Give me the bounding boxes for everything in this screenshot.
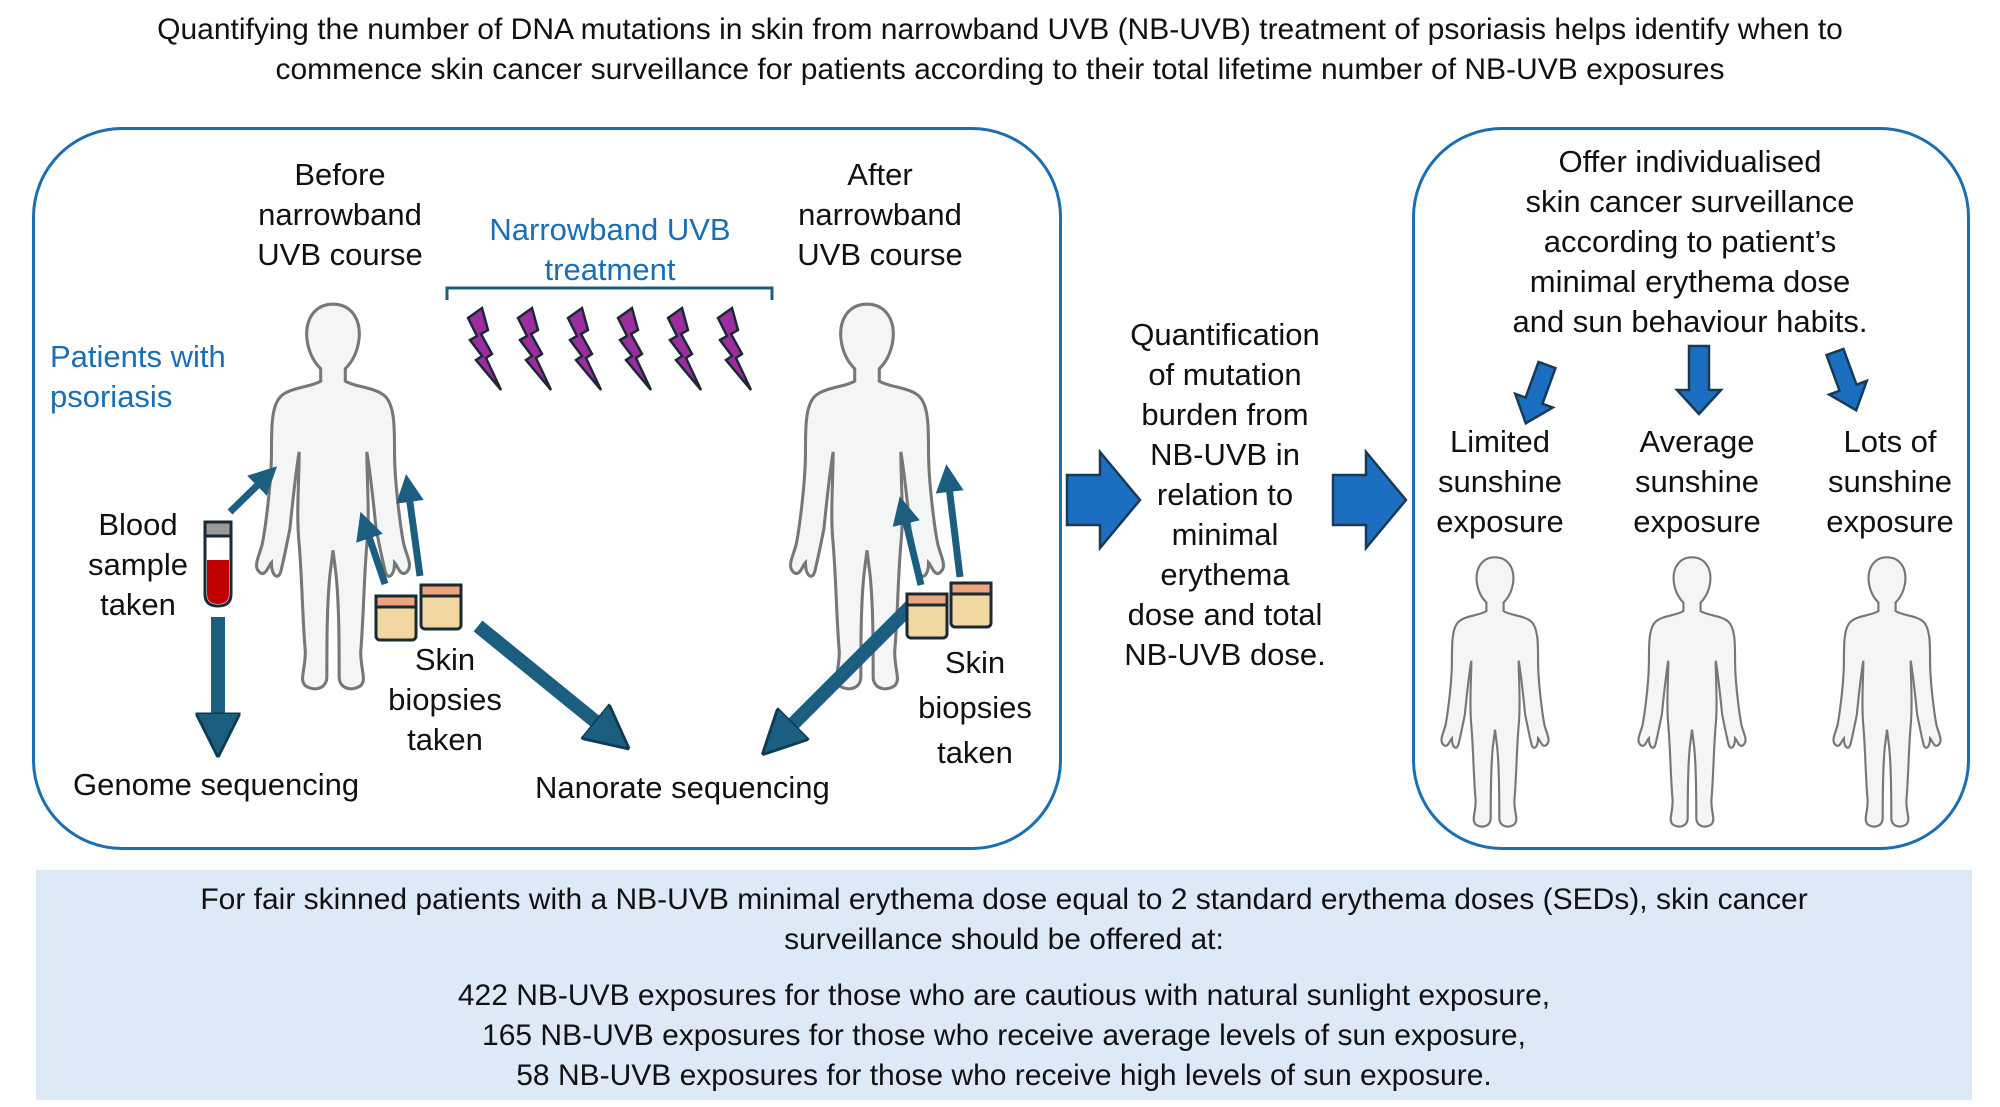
quantification-line: minimal [1171, 517, 1279, 552]
quantification-line: of mutation [1148, 357, 1302, 392]
group-label-line: exposure [1826, 504, 1954, 539]
before-label-line: narrowband [258, 197, 422, 232]
skin-label-line: taken [937, 735, 1013, 770]
after-label-line: UVB course [797, 237, 963, 272]
skin-label-line: biopsies [388, 682, 502, 717]
average-exposure-figure [1637, 556, 1747, 828]
after-course-label: After narrowband UVB course [760, 155, 1000, 275]
down-arrow-lots-icon [1824, 347, 1869, 413]
biopsy-to-arm-arrow [396, 474, 424, 577]
skin-label-line: taken [407, 722, 483, 757]
limited-exposure-figure [1440, 556, 1550, 828]
flow-arrow-1-icon [1065, 448, 1142, 552]
treatment-label-line: treatment [544, 252, 676, 287]
treatment-label: Narrowband UVB treatment [460, 210, 760, 290]
down-arrow-limited-icon [1513, 360, 1558, 426]
group-lots-label: Lots of sunshine exposure [1810, 422, 1970, 542]
group-label-line: exposure [1436, 504, 1564, 539]
surveillance-intro-line: Offer individualised [1558, 144, 1822, 179]
quantification-line: NB-UVB dose. [1124, 637, 1326, 672]
treatment-bracket [445, 286, 774, 300]
surveillance-intro: Offer individualised skin cancer surveil… [1440, 142, 1940, 342]
quantification-step-text: Quantification of mutation burden from N… [1100, 315, 1350, 675]
summary-intro-line: For fair skinned patients with a NB-UVB … [200, 883, 1808, 916]
skin-biopsies-after-label: Skin biopsies taken [905, 640, 1045, 775]
headline-line-2: commence skin cancer surveillance for pa… [275, 53, 1725, 86]
uv-bolts [466, 305, 753, 391]
uv-bolt-icon [616, 305, 653, 391]
blood-label-line: sample [88, 547, 188, 582]
surveillance-intro-line: and sun behaviour habits. [1512, 304, 1868, 339]
uv-bolt-icon [516, 305, 553, 391]
uv-bolt-icon [666, 305, 703, 391]
group-label-line: sunshine [1827, 464, 1953, 499]
biopsy-to-thigh-arrow [356, 511, 389, 586]
group-limited-label: Limited sunshine exposure [1420, 422, 1580, 542]
before-label-line: Before [294, 157, 386, 192]
headline-line-1: Quantifying the number of DNA mutations … [157, 13, 1843, 46]
blood-label-line: taken [100, 587, 176, 622]
biopsy-jars-after-icon [905, 581, 993, 640]
patients-label: Patients with psoriasis [50, 337, 270, 417]
uv-bolt-icon [716, 305, 753, 391]
quantification-line: NB-UVB in [1150, 437, 1300, 472]
down-arrow-average-icon [1674, 344, 1724, 416]
biopsy-to-nanorate-arrow-left [473, 620, 612, 735]
uv-bolt-icon [566, 305, 603, 391]
summary-intro: For fair skinned patients with a NB-UVB … [36, 880, 1972, 960]
blood-tube-icon [203, 520, 233, 608]
flow-arrow-2-icon [1331, 448, 1408, 552]
lots-exposure-figure [1832, 556, 1942, 828]
surveillance-intro-line: skin cancer surveillance [1525, 184, 1855, 219]
quantification-line: relation to [1156, 477, 1294, 512]
summary-items: 422 NB-UVB exposures for those who are c… [36, 976, 1972, 1096]
after-label-line: After [847, 157, 913, 192]
quantification-line: dose and total [1127, 597, 1323, 632]
genome-sequencing-label: Genome sequencing [73, 767, 360, 802]
after-biopsy-to-thigh-arrow [892, 496, 925, 586]
group-average-label: Average sunshine exposure [1617, 422, 1777, 542]
summary-box: For fair skinned patients with a NB-UVB … [36, 870, 1972, 1100]
skin-label-line: Skin [414, 642, 476, 677]
blood-label-line: Blood [98, 507, 178, 542]
quantification-line: Quantification [1130, 317, 1320, 352]
before-course-label: Before narrowband UVB course [220, 155, 460, 275]
after-biopsy-to-arm-arrow [935, 464, 964, 578]
group-label-line: Limited [1450, 424, 1550, 459]
quantification-line: burden from [1141, 397, 1309, 432]
uv-bolt-icon [466, 305, 503, 391]
summary-item: 58 NB-UVB exposures for those who receiv… [516, 1059, 1492, 1092]
summary-item: 165 NB-UVB exposures for those who recei… [482, 1019, 1526, 1052]
surveillance-intro-line: according to patient’s [1543, 224, 1837, 259]
group-label-line: sunshine [1437, 464, 1563, 499]
skin-label-line: biopsies [918, 690, 1032, 725]
after-label-line: narrowband [798, 197, 962, 232]
before-label-line: UVB course [257, 237, 423, 272]
group-label-line: Average [1639, 424, 1755, 459]
biopsy-jars-before-icon [374, 583, 463, 642]
group-label-line: sunshine [1634, 464, 1760, 499]
summary-item: 422 NB-UVB exposures for those who are c… [457, 979, 1551, 1012]
group-label-line: Lots of [1843, 424, 1937, 459]
patients-label-line: psoriasis [50, 379, 173, 414]
patients-label-line: Patients with [50, 339, 226, 374]
biopsy-to-nanorate-arrow-right [778, 595, 922, 739]
group-label-line: exposure [1633, 504, 1761, 539]
headline: Quantifying the number of DNA mutations … [0, 10, 2000, 90]
surveillance-intro-line: minimal erythema dose [1529, 264, 1851, 299]
blood-to-arm-arrow [227, 466, 278, 515]
skin-label-line: Skin [944, 645, 1006, 680]
quantification-line: erythema [1160, 557, 1290, 592]
nanorate-sequencing-label: Nanorate sequencing [535, 770, 830, 805]
summary-intro-line: surveillance should be offered at: [784, 923, 1224, 956]
treatment-label-line: Narrowband UVB [489, 212, 731, 247]
blood-sample-label: Blood sample taken [78, 505, 198, 625]
skin-biopsies-before-label: Skin biopsies taken [375, 640, 515, 760]
